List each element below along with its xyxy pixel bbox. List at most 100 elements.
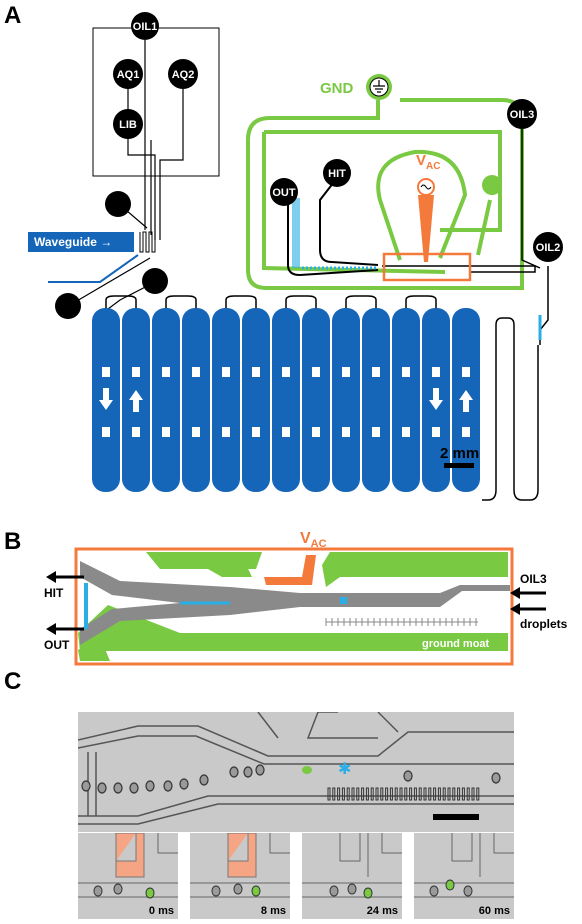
- comb-tooth-c: [433, 787, 437, 801]
- droplet: [179, 778, 189, 790]
- comb-tooth-c: [337, 787, 341, 801]
- flow-down-arrow-icon: [429, 388, 443, 410]
- scale-bar-c: [433, 814, 479, 820]
- time-lapse-frame: 60 ms: [414, 833, 514, 919]
- node-oil2: OIL2: [533, 232, 563, 262]
- droplets-arrow-icon: [510, 603, 546, 615]
- chamber-constriction: [462, 367, 470, 377]
- comb-tooth-c: [404, 787, 408, 801]
- chamber-constriction: [282, 367, 290, 377]
- comb-tooth-c: [346, 787, 350, 801]
- chamber-link: [165, 295, 197, 308]
- ground-moat-comb: [325, 618, 478, 626]
- chamber-constriction: [132, 367, 140, 377]
- droplet: [145, 780, 155, 792]
- chamber-constriction: [222, 427, 230, 437]
- chamber-constriction: [192, 367, 200, 377]
- panel-label-b: B: [4, 528, 22, 555]
- svg-text:HIT: HIT: [328, 168, 346, 180]
- chamber-link: [225, 295, 257, 308]
- node-aq1: AQ1: [113, 59, 143, 89]
- droplets-label: droplets: [520, 617, 568, 631]
- comb-tooth-c: [461, 787, 465, 801]
- inlet-dot-3: [55, 293, 81, 319]
- sort-channels: [287, 177, 379, 277]
- frame-time-label: 8 ms: [260, 905, 286, 917]
- frame-image: [414, 833, 514, 919]
- inlet-dot-1: [105, 191, 131, 217]
- droplet: [129, 782, 139, 794]
- chamber-column: [392, 308, 420, 492]
- droplet-marker: [340, 597, 347, 604]
- comb-tooth-c: [452, 787, 456, 801]
- ground-moat-label: ground moat: [422, 638, 490, 650]
- comb-tooth-c: [471, 787, 475, 801]
- oil3-arrow-icon: [510, 587, 546, 599]
- waveguide-line: [48, 254, 139, 283]
- chamber-constriction: [102, 427, 110, 437]
- chamber-column: [212, 308, 240, 492]
- droplet: [81, 780, 91, 792]
- chamber-column: [182, 308, 210, 492]
- delay-line: [482, 317, 539, 501]
- comb-tooth-c: [341, 787, 345, 801]
- vac-label-b: VAC: [300, 530, 327, 550]
- chamber-constriction: [432, 367, 440, 377]
- scale-bar-label: 2 mm: [440, 445, 479, 462]
- chamber-constriction: [162, 427, 170, 437]
- inlet-dot-2: [142, 268, 168, 294]
- inlet-box: [92, 27, 220, 177]
- frame-time-label: 60 ms: [478, 905, 510, 917]
- comb-tooth-c: [327, 787, 331, 801]
- comb-tooth-c: [365, 787, 369, 801]
- droplet: [97, 782, 107, 794]
- waveguide-label-box: [28, 232, 134, 252]
- out-arrow-icon: [46, 623, 84, 635]
- device-schematic: OIL1 AQ1 AQ2 LIB Waveguide → GND VAC OUT…: [28, 12, 563, 501]
- detection-point-icon: ✱: [338, 761, 351, 778]
- time-lapse-frame: 0 ms: [78, 832, 178, 919]
- comb-tooth-c: [428, 787, 432, 801]
- chamber-constriction: [222, 367, 230, 377]
- comb-tooth-c: [447, 787, 451, 801]
- hit-arrow-icon: [46, 571, 84, 583]
- chamber-constriction: [342, 367, 350, 377]
- node-hit: HIT: [323, 159, 351, 187]
- svg-text:AQ1: AQ1: [117, 69, 140, 81]
- chamber-constriction: [432, 427, 440, 437]
- chamber-column: [362, 308, 390, 492]
- scale-bar: [444, 463, 474, 468]
- chamber-link: [105, 295, 137, 308]
- frame-image: [302, 833, 402, 919]
- chamber-column: [152, 308, 180, 492]
- vac-electrode-a: [418, 195, 434, 262]
- chamber-constriction: [312, 427, 320, 437]
- waveguide-label: Waveguide →: [34, 235, 112, 249]
- droplet: [243, 766, 253, 778]
- time-lapse-frame: 8 ms: [190, 832, 290, 919]
- comb-tooth-c: [418, 787, 422, 801]
- svg-text:AQ2: AQ2: [172, 69, 195, 81]
- gnd-label: GND: [320, 80, 354, 97]
- electrode-pad: [482, 175, 502, 195]
- comb-electrode-main: [327, 787, 480, 801]
- svg-text:LIB: LIB: [119, 119, 137, 131]
- micrograph-main: ✱: [78, 712, 514, 832]
- chamber-constriction: [282, 427, 290, 437]
- frame-time-label: 0 ms: [148, 905, 174, 917]
- chamber-constriction: [402, 367, 410, 377]
- comb-tooth-c: [394, 787, 398, 801]
- frame-time-label: 24 ms: [366, 905, 398, 917]
- comb-tooth-c: [437, 787, 441, 801]
- vac-electrode-b: [264, 555, 316, 585]
- svg-text:OIL2: OIL2: [536, 242, 560, 254]
- chamber-constriction: [132, 427, 140, 437]
- out-channel-highlight: [292, 198, 300, 268]
- out-label-b: OUT: [44, 638, 70, 652]
- comb-tooth-c: [389, 787, 393, 801]
- panel-label-c: C: [4, 668, 22, 695]
- detail-channels: [80, 561, 510, 645]
- flow-up-arrow-icon: [129, 390, 143, 412]
- chamber-constriction: [342, 427, 350, 437]
- comb-tooth-c: [332, 787, 336, 801]
